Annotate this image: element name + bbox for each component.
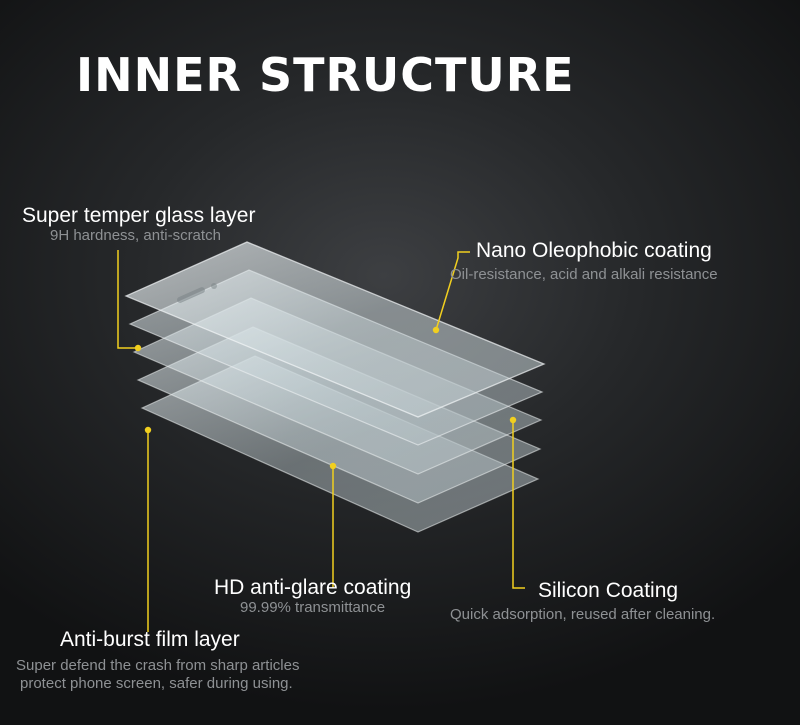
label-subtitle-line-2: protect phone screen, safer during using…	[20, 675, 293, 693]
label-subtitle: Quick adsorption, reused after cleaning.	[450, 606, 716, 624]
label-title: Anti-burst film layer	[60, 628, 240, 651]
label-subtitle: 99.99% transmittance	[240, 599, 386, 617]
label-title: HD anti-glare coating	[214, 576, 412, 599]
leader-lines	[117, 250, 525, 632]
label-silicon-coating: Silicon Coating Quick adsorption, reused…	[450, 579, 715, 624]
label-subtitle: 9H hardness, anti-scratch	[50, 227, 221, 245]
anchor-dots	[134, 326, 517, 470]
label-super-temper-glass: Super temper glass layer 9H hardness, an…	[22, 204, 255, 245]
label-subtitle-line-1: Super defend the crash from sharp articl…	[16, 657, 300, 675]
label-subtitle: Oil-resistance, acid and alkali resistan…	[450, 266, 718, 284]
label-nano-oleophobic: Nano Oleophobic coating Oil-resistance, …	[450, 239, 718, 284]
label-title: Super temper glass layer	[22, 204, 256, 227]
page-title: INNER STRUCTURE	[76, 48, 575, 102]
sensor-cutout	[211, 283, 217, 289]
label-hd-anti-glare: HD anti-glare coating 99.99% transmittan…	[214, 576, 411, 617]
label-title: Nano Oleophobic coating	[476, 239, 712, 262]
earpiece-cutout	[177, 287, 205, 303]
layer-nano-oleophobic	[124, 241, 546, 418]
label-title: Silicon Coating	[538, 579, 679, 602]
label-anti-burst-film: Anti-burst film layer Super defend the c…	[16, 628, 299, 693]
